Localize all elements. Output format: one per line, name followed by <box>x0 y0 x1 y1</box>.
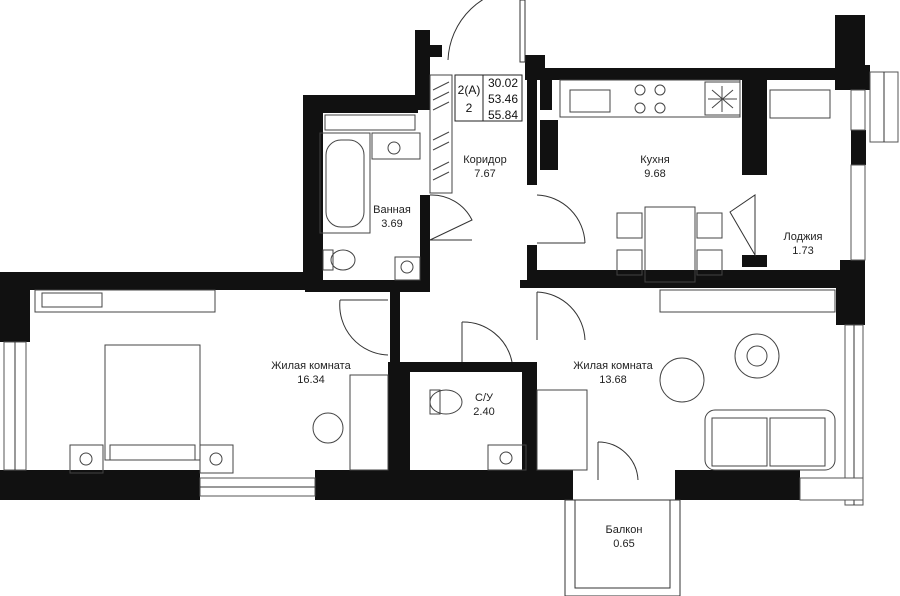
bathroom-area: 3.69 <box>381 218 402 230</box>
bedroom-name: Жилая комната <box>271 360 351 372</box>
balcony-outline <box>564 499 681 596</box>
kitchen-area: 9.68 <box>644 168 665 180</box>
corridor-name: Коридор <box>463 154 506 166</box>
living-room-name: Жилая комната <box>573 360 653 372</box>
kitchen-name: Кухня <box>640 154 669 166</box>
furniture <box>34 74 836 474</box>
balcony-area: 0.65 <box>613 538 634 550</box>
corridor-area: 7.67 <box>474 168 495 180</box>
balcony-name: Балкон <box>606 524 643 536</box>
windows <box>3 71 899 506</box>
bathroom-name: Ванная <box>373 204 411 216</box>
loggia-name: Лоджия <box>784 231 823 243</box>
walls <box>0 15 870 500</box>
doors <box>339 0 756 481</box>
loggia-area: 1.73 <box>792 245 813 257</box>
apartment-info-box: 2(A) 2 30.02 53.46 55.84 <box>454 74 523 122</box>
bedroom-area: 16.34 <box>297 374 325 386</box>
room-labels: Коридор 7.67 Кухня 9.68 Ванная 3.69 Лодж… <box>271 154 822 550</box>
rooms-count: 2 <box>466 101 473 115</box>
wc-name: С/У <box>475 392 494 404</box>
area-living: 30.02 <box>488 76 518 90</box>
apartment-type: 2(A) <box>458 83 481 97</box>
living-room-area: 13.68 <box>599 374 627 386</box>
area-total: 53.46 <box>488 92 518 106</box>
area-with-balcony: 55.84 <box>488 108 518 122</box>
wc-area: 2.40 <box>473 406 494 418</box>
